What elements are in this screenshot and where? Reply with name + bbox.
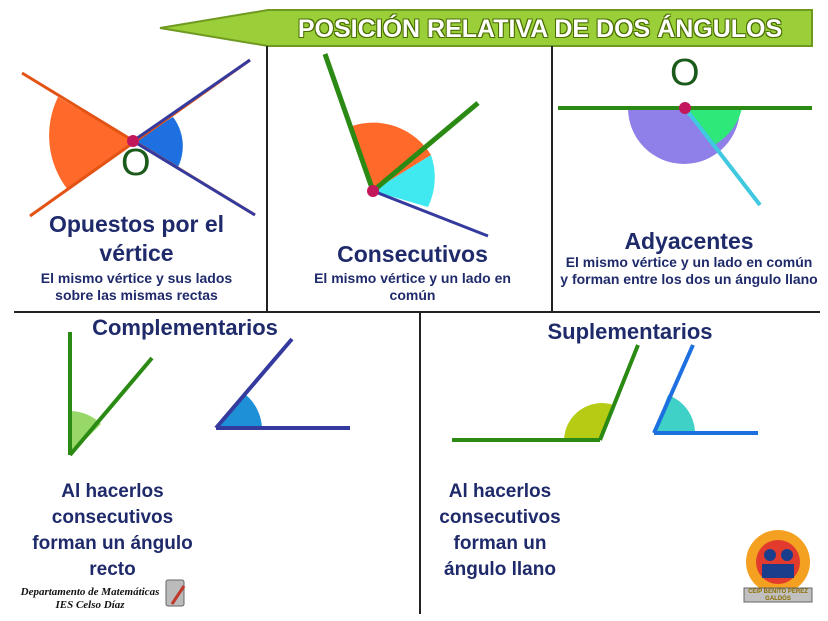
opuestos-vertex-dot (127, 135, 139, 147)
footer-line-2: IES Celso Díaz (55, 599, 125, 611)
suplementarios-angle-1-side-2 (598, 344, 640, 441)
opuestos-line-1-right (132, 139, 256, 217)
consecutivos-side-2 (372, 189, 489, 238)
complementarios-angle-2-side-2 (214, 337, 294, 430)
suplementarios-angle-1 (564, 403, 614, 440)
complementarios-angle-1-side-2 (68, 356, 154, 457)
ruler-pencil-icon (165, 579, 186, 607)
school-logo (743, 530, 813, 603)
adyacentes-vertex-label: O (670, 52, 700, 94)
opuestos-line-2-right (132, 58, 251, 143)
suplementarios-description: Al hacerlos consecutivos forman un ángul… (439, 481, 561, 580)
consecutivos-side-1 (322, 53, 376, 192)
consecutivos-common-side (371, 101, 480, 193)
opuestos-description: El mismo vértice y sus lados sobre las m… (40, 270, 233, 303)
complementarios-description: Al hacerlos consecutivos forman un ángul… (32, 481, 193, 580)
adyacentes-vertex-dot (679, 102, 691, 114)
adyacentes-heading: Adyacentes (624, 228, 754, 254)
consecutivos-orange-angle (352, 122, 431, 191)
consecutivos-cyan-angle (373, 155, 435, 207)
footer-credit: Departamento de Matemáticas IES Celso Dí… (10, 586, 170, 612)
opuestos-heading: Opuestos por el vértice (48, 211, 225, 266)
consecutivos-vertex-dot (367, 185, 379, 197)
suplementarios-figure (452, 344, 758, 442)
title-banner (159, 9, 813, 47)
suplementarios-angle-2-side-2 (652, 344, 695, 434)
logo-text: CEIP BENITO PÉREZ GALDÓS (748, 589, 808, 602)
adyacentes-green-angle (685, 108, 742, 145)
footer-line-1: Departamento de Matemáticas (20, 586, 160, 598)
adyacentes-common-side (683, 106, 762, 207)
consecutivos-heading: Consecutivos (337, 241, 488, 267)
page-title: POSICIÓN RELATIVA DE DOS ÁNGULOS (297, 15, 783, 43)
consecutivos-figure (322, 53, 489, 238)
opuestos-figure (21, 58, 256, 218)
opuestos-blue-angle (133, 117, 183, 167)
adyacentes-description: El mismo vértice y un lado en común y fo… (560, 254, 818, 287)
complementarios-heading: Complementarios (92, 315, 278, 340)
suplementarios-angle-2 (654, 395, 695, 433)
consecutivos-description: El mismo vértice y un lado en común (314, 270, 511, 303)
opuestos-orange-angle (49, 97, 133, 190)
complementarios-angle-2 (216, 395, 262, 428)
opuestos-vertex-label: O (121, 142, 151, 184)
suplementarios-heading: Suplementarios (547, 319, 713, 344)
adyacentes-figure (558, 102, 812, 207)
complementarios-figure (68, 332, 350, 457)
